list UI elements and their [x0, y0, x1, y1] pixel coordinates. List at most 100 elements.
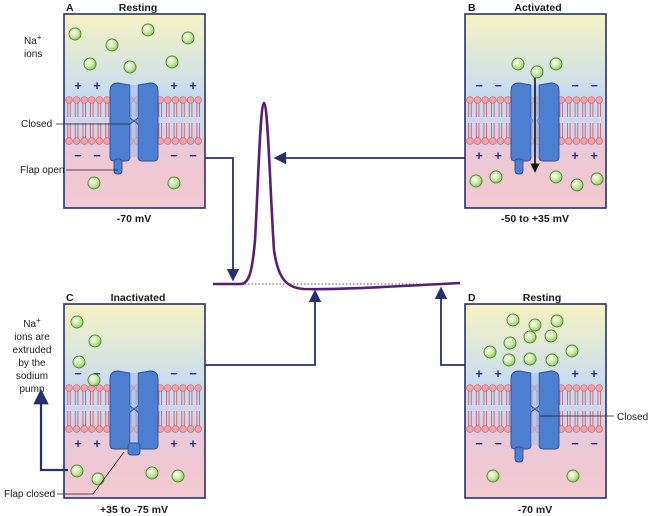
negative-charge: −	[170, 366, 178, 381]
panel-b-title: Activated	[514, 2, 561, 14]
flap-open-label: Flap open	[20, 165, 64, 176]
sodium-ion-icon	[181, 31, 195, 45]
sodium-ion-icon	[545, 353, 559, 367]
inactivation-flap	[113, 158, 123, 175]
positive-charge: +	[74, 436, 82, 451]
sodium-ion-icon	[549, 57, 563, 71]
sodium-ion-icon	[70, 315, 84, 329]
positive-charge: +	[189, 78, 197, 93]
panel-b-letter: B	[468, 2, 476, 14]
panel-d-voltage: -70 mV	[518, 504, 552, 516]
pump-label-6: pump	[19, 384, 44, 395]
sodium-ion-icon	[145, 466, 159, 480]
panel-d-resting: ++++−−−−	[464, 303, 607, 499]
arrow-d-to-baseline	[434, 286, 465, 366]
sodium-pump-arrow	[33, 388, 68, 472]
closed-label-d: Closed	[617, 412, 648, 423]
positive-charge: +	[590, 148, 598, 163]
pump-label-2: ions are	[14, 332, 50, 343]
sodium-ion-icon	[489, 170, 503, 184]
negative-charge: −	[170, 148, 178, 163]
panel-c-title: Inactivated	[111, 292, 166, 304]
panel-c-voltage: +35 to -75 mV	[100, 504, 168, 516]
sodium-ion-icon	[87, 176, 101, 190]
sodium-ion-icon	[590, 172, 604, 186]
sodium-ion-icon	[511, 57, 525, 71]
panel-b-activated: −−−−++++	[464, 13, 607, 209]
positive-charge: +	[170, 78, 178, 93]
arrow-a-to-rise	[205, 157, 240, 282]
positive-charge: +	[590, 366, 598, 381]
sodium-ion-icon	[502, 353, 516, 367]
pump-label-3: extruded	[13, 345, 52, 356]
sodium-ion-icon	[165, 55, 179, 69]
sodium-ion-icon	[105, 38, 119, 52]
sodium-ion-icon	[570, 178, 584, 192]
pump-label-5: sodium	[16, 371, 48, 382]
sodium-ion-icon	[503, 336, 517, 350]
negative-charge: −	[93, 366, 101, 381]
sodium-ion-icon	[171, 469, 185, 483]
sodium-ion-icon	[87, 373, 101, 387]
pump-label-1: Na+	[23, 316, 41, 330]
negative-charge: −	[590, 78, 598, 93]
sodium-channel-icon	[510, 370, 560, 463]
inactivation-flap	[514, 446, 524, 463]
negative-charge: −	[189, 148, 197, 163]
sodium-ion-icon	[72, 355, 86, 369]
negative-charge: −	[494, 78, 502, 93]
negative-charge: −	[475, 436, 483, 451]
panel-d-letter: D	[468, 292, 476, 304]
negative-charge: −	[93, 148, 101, 163]
positive-charge: +	[93, 78, 101, 93]
panel-a-resting: ++++−−−−	[63, 13, 206, 209]
sodium-ion-icon	[506, 313, 520, 327]
negative-charge: −	[571, 436, 579, 451]
panel-d-title: Resting	[523, 292, 562, 304]
panel-c-frame	[63, 303, 206, 499]
positive-charge: +	[189, 436, 197, 451]
negative-charge: −	[571, 78, 579, 93]
positive-charge: +	[93, 436, 101, 451]
na-ions-label: Na+	[24, 33, 42, 47]
panel-b-frame	[464, 13, 607, 209]
panel-c-letter: C	[66, 292, 74, 304]
negative-charge: −	[74, 366, 82, 381]
panel-c-inactivated: −−−−++++	[63, 303, 206, 499]
sodium-ion-icon	[141, 23, 155, 37]
action-potential-graph	[213, 101, 461, 291]
pump-label-4: by the	[18, 358, 46, 369]
sodium-ion-icon	[91, 472, 105, 486]
sodium-ion-icon	[88, 334, 102, 348]
panel-a-letter: A	[66, 2, 74, 14]
action-potential-trace	[213, 101, 461, 291]
panel-b-voltage: -50 to +35 mV	[501, 213, 569, 225]
negative-charge: −	[74, 148, 82, 163]
sodium-ion-icon	[565, 344, 579, 358]
positive-charge: +	[475, 148, 483, 163]
closed-label-a: Closed	[21, 119, 52, 130]
inactivation-flap	[127, 442, 141, 456]
sodium-ion-icon	[523, 330, 537, 344]
panel-a-frame	[63, 13, 206, 209]
na-ions-label-2: ions	[24, 49, 42, 60]
positive-charge: +	[475, 366, 483, 381]
negative-charge: −	[475, 78, 483, 93]
sodium-ion-icon	[566, 469, 580, 483]
sodium-ion-icon	[550, 314, 564, 328]
sodium-ion-icon	[544, 329, 558, 343]
positive-charge: +	[170, 436, 178, 451]
sodium-ion-icon	[469, 174, 483, 188]
negative-charge: −	[590, 436, 598, 451]
sodium-ion-icon	[68, 27, 82, 41]
sodium-ion-icon	[167, 176, 181, 190]
sodium-ion-icon	[483, 345, 497, 359]
flap-closed-leader-line	[57, 451, 125, 495]
positive-charge: +	[571, 366, 579, 381]
positive-charge: +	[494, 366, 502, 381]
panel-d-frame	[464, 303, 607, 499]
negative-charge: −	[189, 366, 197, 381]
sodium-ion-icon	[549, 170, 563, 184]
flap-closed-label: Flap closed	[4, 489, 55, 500]
